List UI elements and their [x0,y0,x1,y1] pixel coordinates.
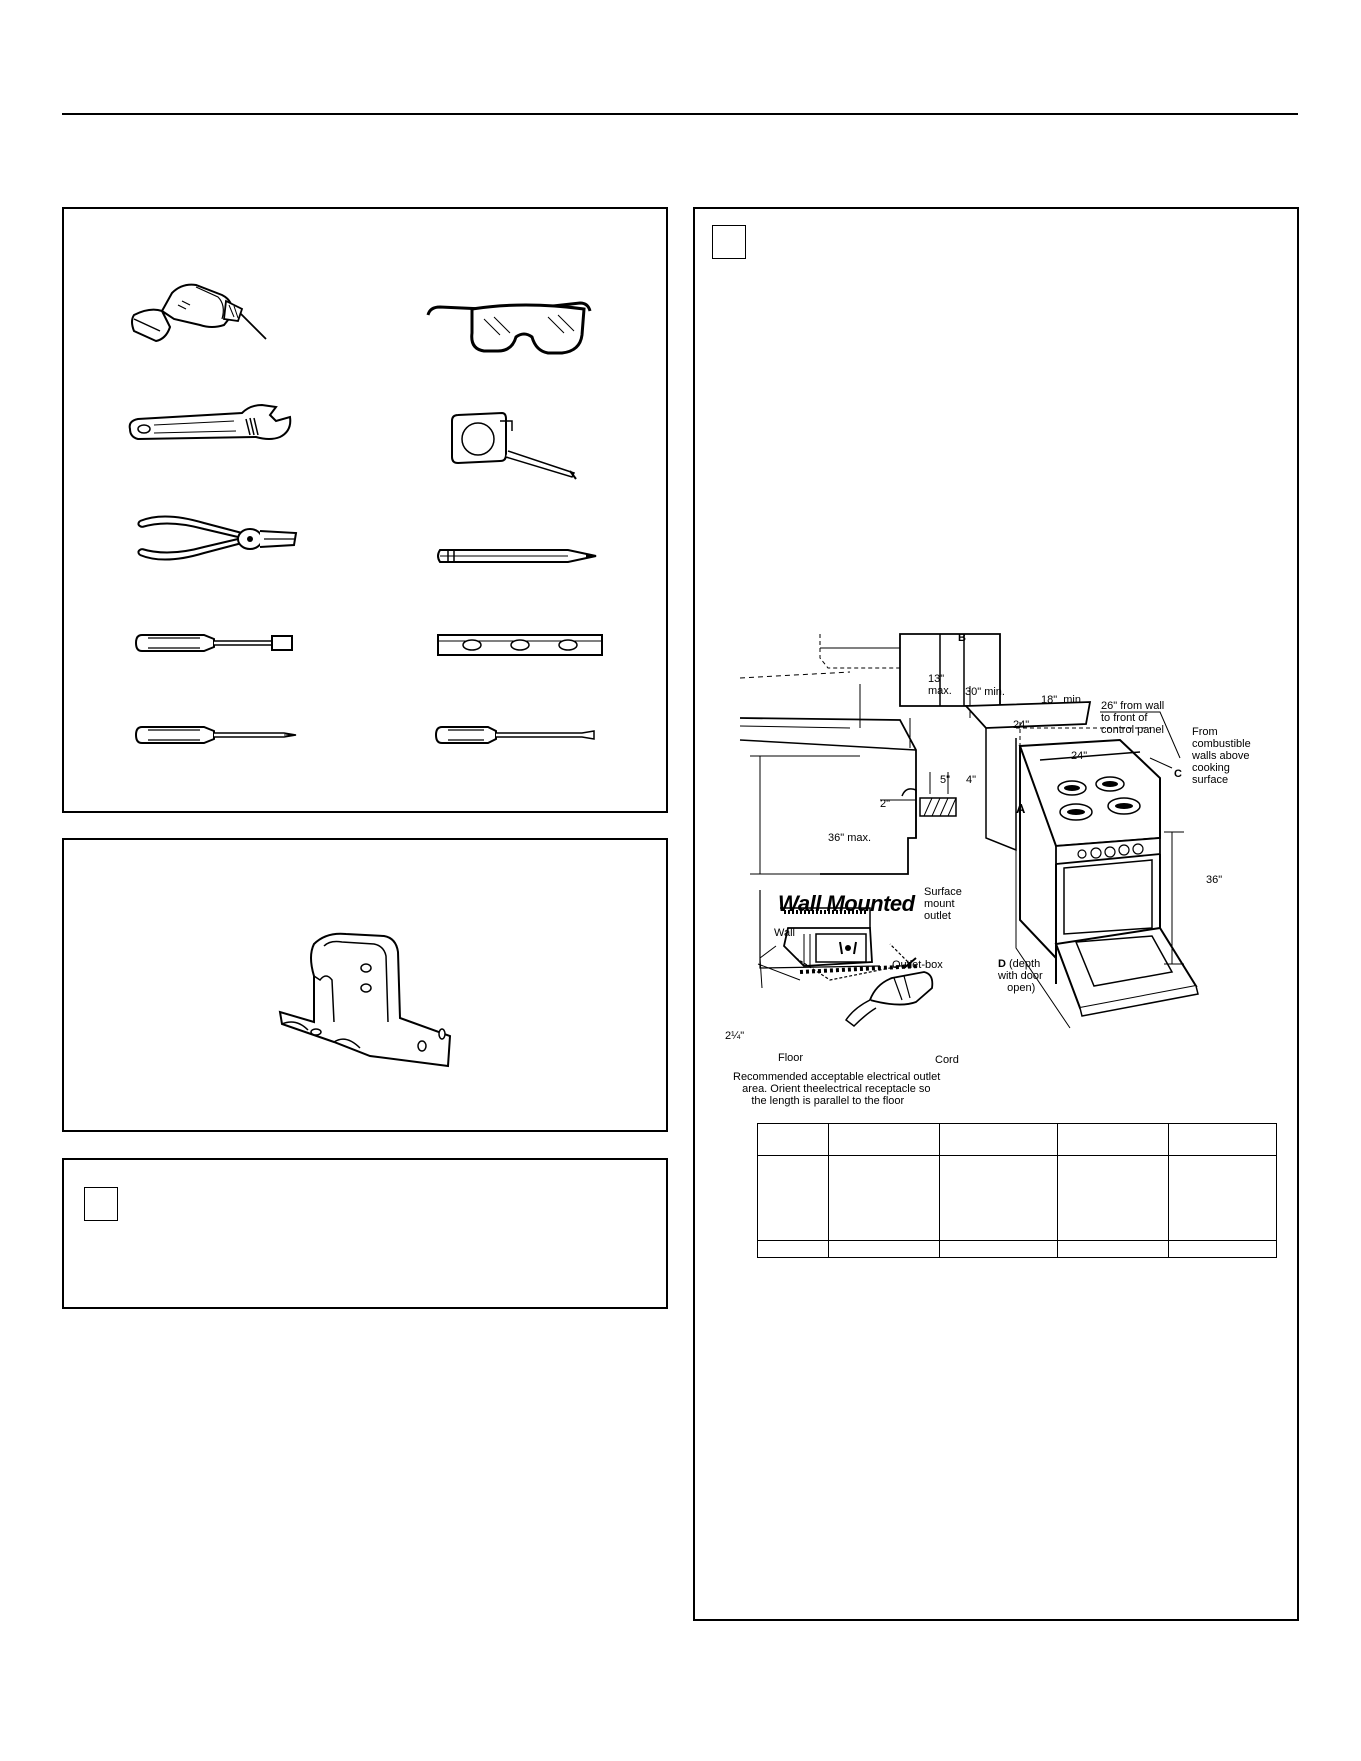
table-cell [1167,1240,1278,1258]
table-cell [757,1123,829,1156]
safety-glasses-icon [426,301,592,355]
table-cell [827,1240,940,1258]
table-cell [938,1155,1059,1241]
label-18-min: 18" min. [1041,694,1085,706]
table-cell [1057,1155,1169,1241]
table-cell [1057,1123,1169,1156]
label-24-width: 24" [1071,750,1088,762]
table-cell [1167,1123,1278,1156]
table-cell [757,1240,829,1258]
label-a: A [1016,801,1026,816]
label-5: 5" [940,774,951,786]
wall-mounted-title: Wall Mounted [778,891,915,916]
dimension-table [757,1123,1278,1258]
nut-driver-icon [134,634,293,652]
label-recommended-outlet: Recommended acceptable electrical outlet… [733,1071,941,1107]
table-row [757,1123,1278,1156]
anti-tip-bracket-icon [278,932,452,1068]
label-cord: Cord [935,1054,959,1066]
table-cell [827,1123,940,1156]
label-depth-door-open: D (depth with door open) [998,958,1043,994]
table-cell [1057,1240,1169,1258]
table-cell [938,1123,1059,1156]
label-36-max: 36" max. [828,832,872,844]
adjustable-wrench-icon [128,403,292,441]
table-cell [1167,1155,1278,1241]
table-cell [938,1240,1059,1258]
label-24-top: 24" [1013,719,1030,731]
label-2-1-4: 2¼" [725,1030,745,1042]
pencil-icon [437,549,597,563]
label-floor: Floor [778,1052,804,1064]
installation-clearance-diagram [739,633,1199,1029]
label-30-min: 30" min. [965,686,1005,698]
label-b: B [958,632,966,644]
table-row [757,1240,1278,1258]
label-from-wall: 26" from wall to front of control panel [1101,700,1165,736]
label-2: 2" [880,798,891,810]
label-4: 4" [966,774,977,786]
step-panel-left [62,1158,668,1309]
label-wall: Wall [774,927,795,939]
label-36-height: 36" [1206,874,1223,886]
tape-measure-icon [451,411,577,480]
label-c: C [1174,768,1182,780]
drill-icon [131,283,267,343]
label-13-max: 13" max. [928,673,952,697]
step-number-box [712,225,746,259]
tools-panel [62,207,668,813]
table-cell [757,1155,829,1241]
step-number-box [84,1187,118,1221]
bracket-panel [62,838,668,1132]
flat-screwdriver-icon [434,726,595,744]
label-from-combustible: From combustible walls above cooking sur… [1192,726,1251,786]
table-cell [827,1155,940,1241]
level-icon [437,634,603,656]
pliers-icon [137,515,298,561]
label-d-text: (depth with door open) [998,958,1043,994]
table-row [757,1155,1278,1241]
label-surface-mount-outlet: Surface mount outlet [924,886,962,922]
label-outlet-box: Outlet-box [892,959,943,971]
label-d: D [998,958,1006,970]
header-rule [62,113,1298,115]
phillips-screwdriver-icon [134,726,297,744]
